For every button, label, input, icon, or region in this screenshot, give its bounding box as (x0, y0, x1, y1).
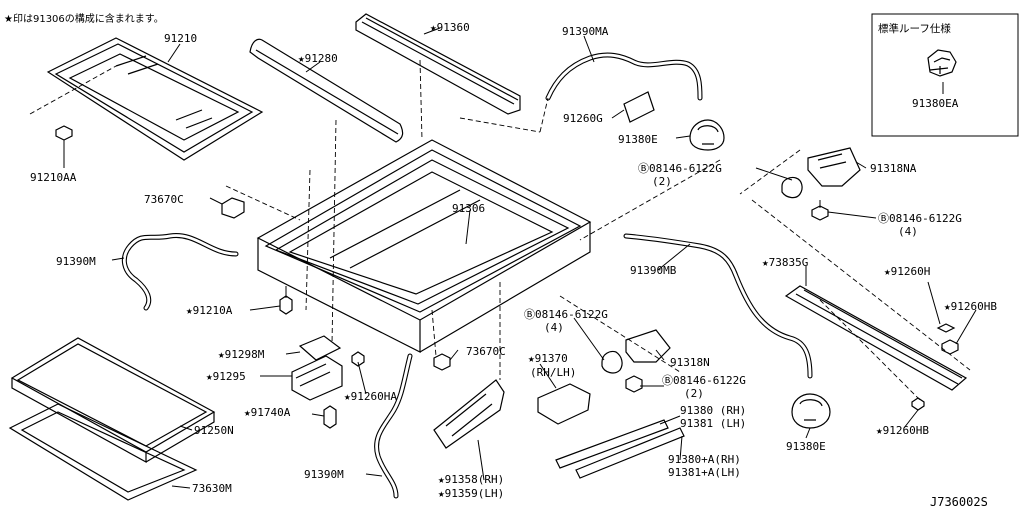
bracket-91318na-icon (807, 147, 861, 187)
bracket-91370-icon (537, 383, 591, 425)
part-label-91358-rh: ★91358(RH) (438, 473, 504, 486)
part-label-91318n: 91318N (670, 356, 710, 369)
part-label-91390ma: 91390MA (562, 25, 609, 38)
guide-91358-icon (433, 379, 505, 449)
pad-91260hb-right-icon (941, 339, 959, 355)
part-label-bolt-3-code: Ⓑ08146-6122G (524, 308, 608, 321)
drawing-code: J736002S (930, 495, 988, 509)
part-label-73670c-top: 73670C (144, 193, 184, 206)
part-label-91390m-bottom: 91390M (304, 468, 344, 481)
part-label-91318na: 91318NA (870, 162, 917, 175)
inset-frame (871, 13, 1019, 137)
part-label-bolt-4-qty: (2) (684, 387, 704, 400)
hose-91390m-left-icon (121, 233, 239, 311)
part-label-73670c-mid: 73670C (466, 345, 506, 358)
pad-91260h-icon (936, 323, 956, 333)
part-label-91210a: ★91210A (186, 304, 233, 317)
part-label-91740a: ★91740A (244, 406, 291, 419)
bolt-91740a-icon (323, 405, 337, 429)
part-label-91370-sub: (RH/LH) (530, 366, 576, 379)
glass-panel-icon (46, 37, 264, 161)
clip-73670c-top-icon (221, 197, 245, 219)
rail-73835g-icon (784, 285, 968, 391)
pad-91260ha-icon (351, 351, 365, 367)
part-label-91260hb-right: ★91260HB (944, 300, 997, 313)
part-label-91260g: 91260G (563, 112, 603, 125)
part-label-91390m: 91390M (56, 255, 96, 268)
drain-valve-91380e-bottom-icon (791, 393, 831, 429)
drain-valve-91380e-top-icon (689, 119, 725, 151)
weatherstrip-91280-icon (249, 38, 404, 143)
hose-91390ma-icon (545, 52, 703, 101)
part-label-bolt-2-qty: (4) (898, 225, 918, 238)
part-labels: 91210 91210AA ★91280 ★91360 91390MA 91260G 913… (30, 21, 997, 500)
pad-91260g-icon (623, 91, 655, 123)
part-label-bolt-1-code: Ⓑ08146-6122G (638, 162, 722, 175)
part-label-91210aa: 91210AA (30, 171, 77, 184)
part-label-91260ha: ★91260HA (344, 390, 397, 403)
part-label-91380-rh: 91380 (RH) (680, 404, 746, 417)
part-label-91298m: ★91298M (218, 348, 265, 361)
motor-91295-icon (291, 355, 343, 401)
part-label-91306: 91306 (452, 202, 485, 215)
bolt-91210a-icon (279, 286, 293, 315)
part-label-bolt-3-qty: (4) (544, 321, 564, 334)
part-label-73630m: 73630M (192, 482, 232, 495)
part-label-73835g: ★73835G (762, 256, 808, 269)
pad-91260hb-bottom-icon (911, 397, 925, 411)
part-label-bolt-1-qty: (2) (652, 175, 672, 188)
deflector-91360-icon (355, 13, 521, 115)
bracket-91318n-icon (625, 329, 671, 363)
hose-91390mb-icon (623, 233, 813, 379)
hose-91390m-bottom-icon (374, 353, 413, 499)
part-label-91380e-bottom: 91380E (786, 440, 826, 453)
part-label-91360: ★91360 (430, 21, 470, 34)
part-label-91381a-lh: 91381+A(LH) (668, 466, 741, 479)
part-label-91260h: ★91260H (884, 265, 930, 278)
sunroof-frame-91306-icon (256, 139, 592, 353)
part-label-91380e-top: 91380E (618, 133, 658, 146)
part-label-91380a-rh: 91380+A(RH) (668, 453, 741, 466)
part-label-91260hb-bottom: ★91260HB (876, 424, 929, 437)
rail-91380a-icon (575, 427, 685, 479)
part-label-91250n: 91250N (194, 424, 234, 437)
part-label-91370: ★91370 (528, 352, 568, 365)
part-label-91280: ★91280 (298, 52, 338, 65)
bracket-91298m-icon (298, 335, 342, 361)
part-label-91359-lh: ★91359(LH) (438, 487, 504, 500)
standard-roof-inset: 標準ルーフ仕様 91380EA (871, 13, 1019, 137)
part-label-bolt-2-code: Ⓑ08146-6122G (878, 212, 962, 225)
part-label-91390mb: 91390MB (630, 264, 677, 277)
rail-91380-icon (555, 419, 669, 469)
clip-91380ea-icon (927, 49, 957, 77)
leader-lines (29, 27, 977, 489)
bolt-b2-icon (811, 200, 829, 221)
part-label-91381-lh: 91381 (LH) (680, 417, 746, 430)
clip-73670c-mid-icon (433, 353, 451, 371)
inset-title: 標準ルーフ仕様 (878, 22, 951, 35)
bolt-b4-icon (625, 375, 643, 393)
seal-73630m-icon (8, 403, 198, 501)
part-label-91210: 91210 (164, 32, 197, 45)
bolt-b3-icon (601, 350, 623, 374)
header-note: ★印は91306の構成に含まれます。 (4, 12, 164, 25)
sunshade-91250n-icon (10, 337, 216, 464)
bolt-91210aa-icon (55, 125, 73, 154)
bolt-b1-icon (781, 176, 803, 199)
inset-part-label: 91380EA (912, 97, 959, 110)
part-label-bolt-4-code: Ⓑ08146-6122G (662, 374, 746, 387)
part-label-91295: ★91295 (206, 370, 246, 383)
